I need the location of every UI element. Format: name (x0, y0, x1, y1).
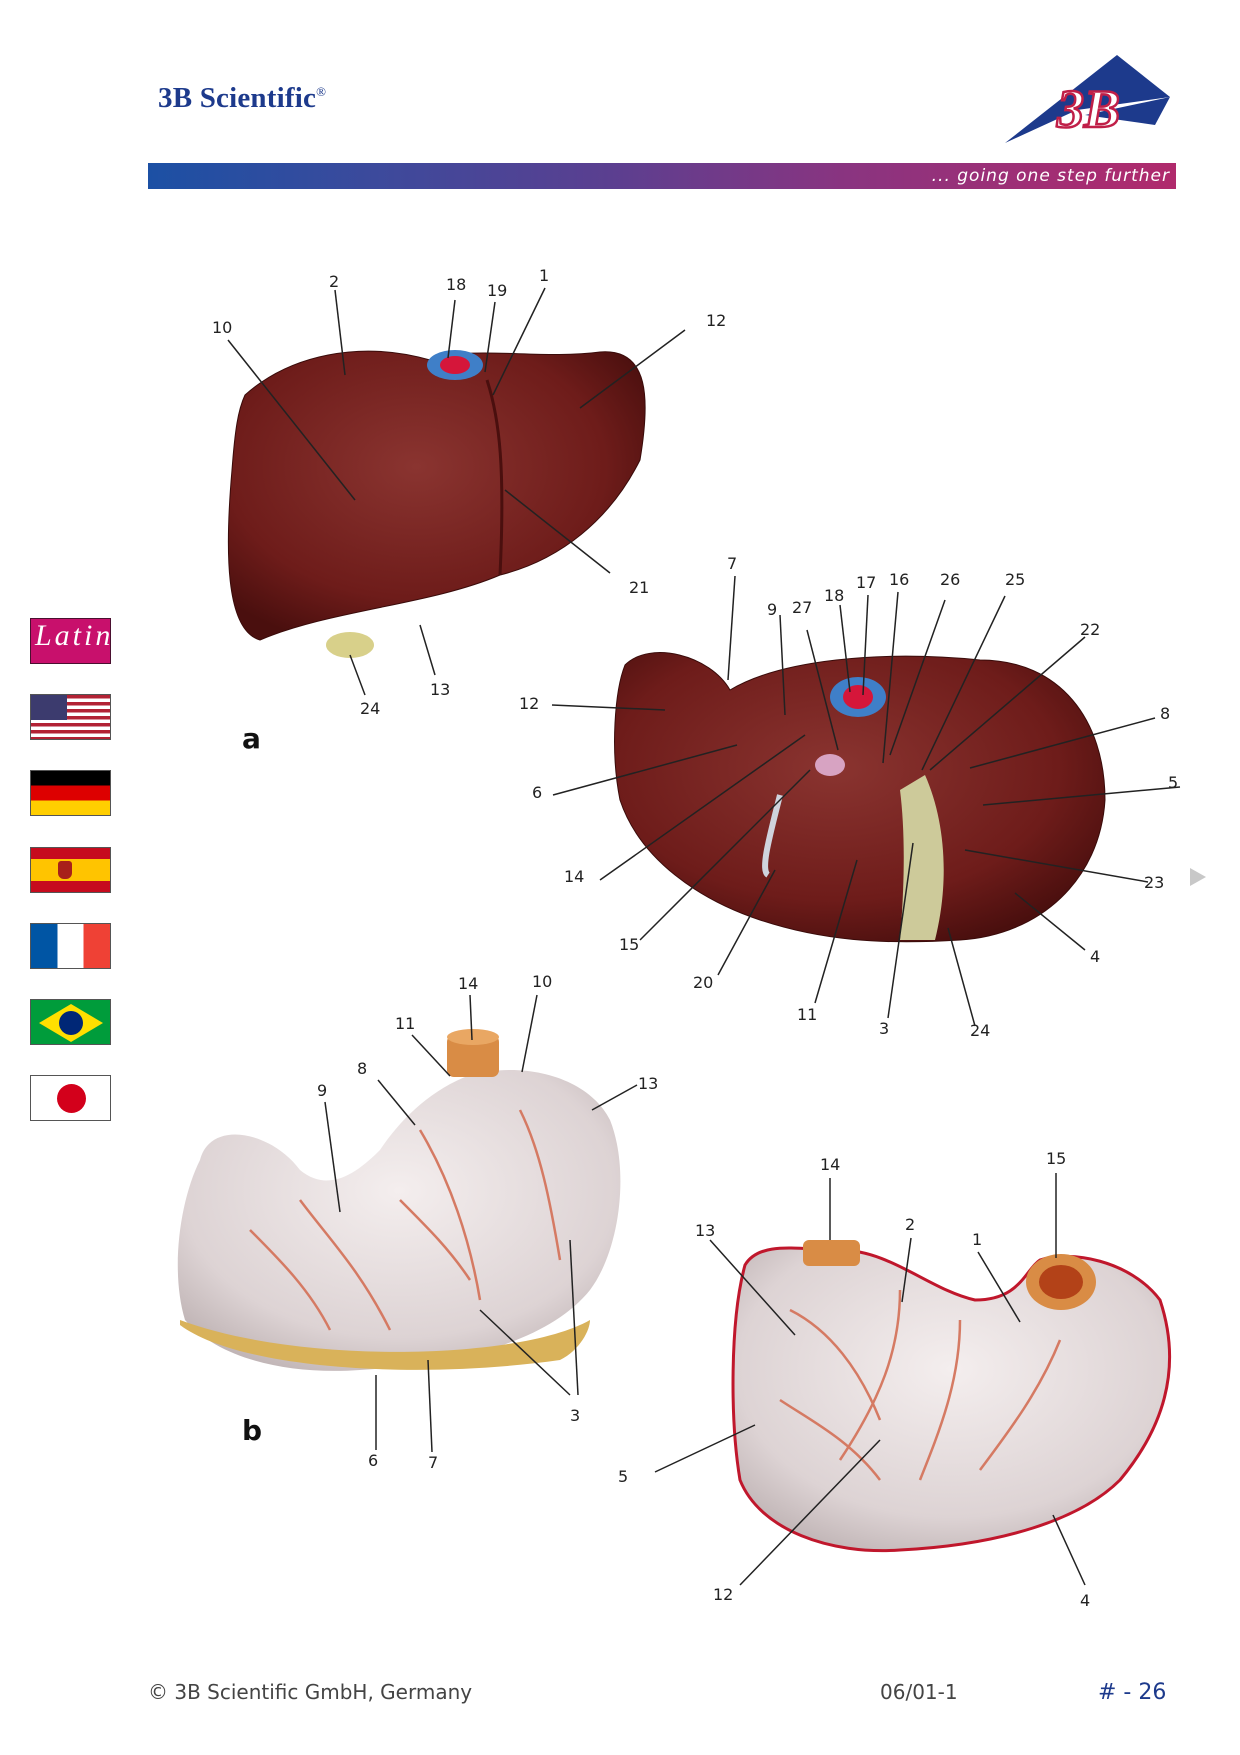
label-8: 8 (357, 1059, 367, 1078)
stomach-section-labels: 14 15 2 13 1 5 12 4 (618, 1149, 1090, 1610)
label-12: 12 (706, 311, 726, 330)
label-13: 13 (695, 1221, 715, 1240)
header-gradient-bar (148, 163, 1176, 189)
flag-brazil-icon[interactable] (30, 999, 111, 1045)
label-7: 7 (727, 554, 737, 573)
label-17: 17 (856, 573, 876, 592)
label-24: 24 (360, 699, 380, 718)
label-2: 2 (905, 1215, 915, 1234)
label-3: 3 (570, 1406, 580, 1425)
label-10: 10 (532, 972, 552, 991)
tagline: ... going one step further (931, 166, 1170, 186)
label-6: 6 (368, 1451, 378, 1470)
label-14: 14 (820, 1155, 840, 1174)
label-12: 12 (519, 694, 539, 713)
flag-us-icon[interactable] (30, 694, 111, 740)
label-21: 21 (629, 578, 649, 597)
label-27: 27 (792, 598, 812, 617)
label-4: 4 (1090, 947, 1100, 966)
label-24: 24 (970, 1021, 990, 1040)
japan-sun (57, 1084, 86, 1113)
label-3: 3 (879, 1019, 889, 1038)
label-5: 5 (1168, 773, 1178, 792)
liver-inferior-leader-lines (551, 575, 1181, 1027)
stomach-anterior-labels: 14 10 11 8 9 13 3 6 7 b (242, 972, 658, 1472)
flag-spain-icon[interactable] (30, 847, 111, 893)
label-26: 26 (940, 570, 960, 589)
label-13: 13 (430, 680, 450, 699)
liver-anterior-leader-lines (227, 287, 686, 696)
label-10: 10 (212, 318, 232, 337)
liver-inferior-labels: 7 18 17 16 26 25 9 27 22 12 8 5 6 14 23 … (519, 554, 1178, 1040)
us-canton (31, 695, 67, 720)
label-15: 15 (619, 935, 639, 954)
3b-logo: 3B (1005, 55, 1170, 143)
brand-title: 3B Scientific® (158, 82, 326, 115)
brazil-globe (59, 1011, 83, 1035)
label-18: 18 (824, 586, 844, 605)
footer-page-code: # - 26 (1098, 1680, 1167, 1705)
flag-france-icon[interactable] (30, 923, 111, 969)
liver-inferior-view (614, 652, 1106, 943)
label-4: 4 (1080, 1591, 1090, 1610)
label-20: 20 (693, 973, 713, 992)
spain-crest-icon (58, 861, 72, 879)
figure-b-sublabel: b (242, 1414, 262, 1447)
logo-text: 3B (1056, 79, 1120, 139)
stomach-anterior-leader-lines (324, 994, 638, 1453)
footer-version: 06/01-1 (880, 1680, 958, 1704)
label-19: 19 (487, 281, 507, 300)
label-14: 14 (458, 974, 478, 993)
stomach-anterior-view (177, 1029, 621, 1371)
label-7: 7 (428, 1453, 438, 1472)
stomach-section-view (731, 1240, 1172, 1553)
label-15: 15 (1046, 1149, 1066, 1168)
liver-anterior-labels: 2 18 19 1 10 12 21 13 24 a (212, 266, 726, 755)
language-flag-latin[interactable]: Latin (30, 618, 111, 664)
label-11: 11 (395, 1014, 415, 1033)
label-5: 5 (618, 1467, 628, 1486)
label-12: 12 (713, 1585, 733, 1604)
liver-anterior-view (227, 350, 646, 658)
figure-a-sublabel: a (242, 722, 261, 755)
next-page-arrow-icon[interactable] (1190, 868, 1206, 886)
label-2: 2 (329, 272, 339, 291)
stomach-section-leader-lines (654, 1173, 1086, 1586)
registered-mark: ® (316, 84, 327, 99)
label-9: 9 (767, 600, 777, 619)
brand-name: 3B Scientific (158, 82, 317, 114)
label-11: 11 (797, 1005, 817, 1024)
latin-label: Latin (35, 619, 111, 652)
label-18: 18 (446, 275, 466, 294)
label-1: 1 (539, 266, 549, 285)
label-16: 16 (889, 570, 909, 589)
label-6: 6 (532, 783, 542, 802)
label-23: 23 (1144, 873, 1164, 892)
label-13: 13 (638, 1074, 658, 1093)
flag-germany-icon[interactable] (30, 770, 111, 816)
label-25: 25 (1005, 570, 1025, 589)
label-1: 1 (972, 1230, 982, 1249)
label-14: 14 (564, 867, 584, 886)
label-22: 22 (1080, 620, 1100, 639)
flag-japan-icon[interactable] (30, 1075, 111, 1121)
label-9: 9 (317, 1081, 327, 1100)
label-8: 8 (1160, 704, 1170, 723)
footer-copyright: © 3B Scientific GmbH, Germany (148, 1680, 473, 1704)
